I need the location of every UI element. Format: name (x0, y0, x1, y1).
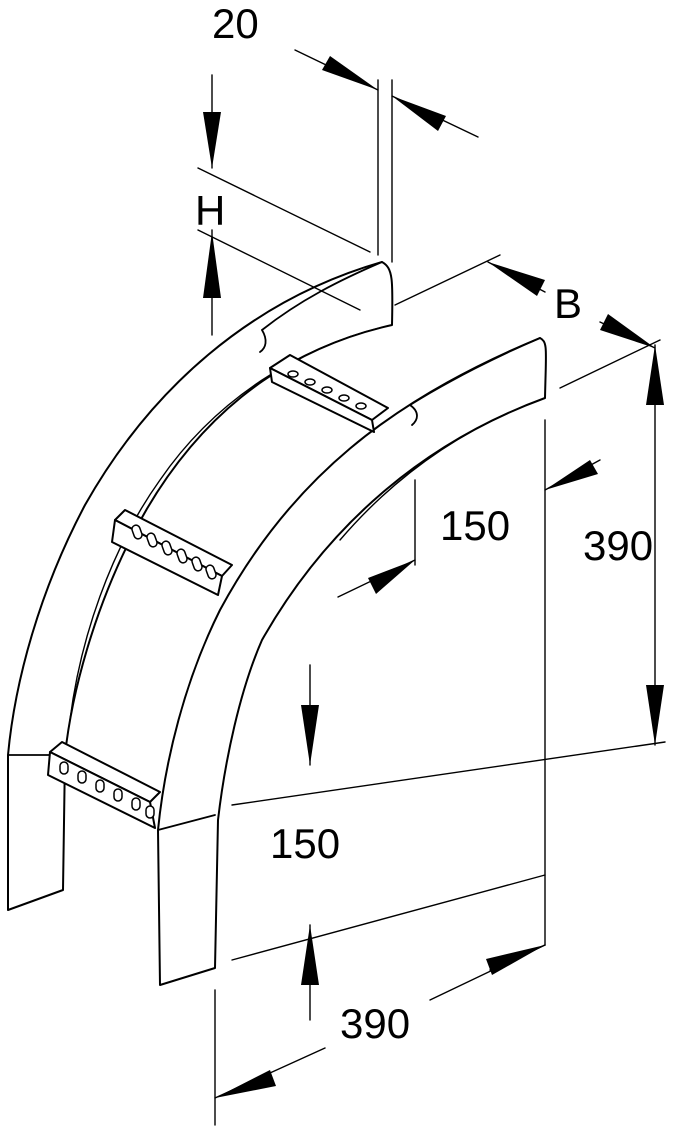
rung-top (269, 354, 389, 433)
inner-side-rail (157, 337, 547, 986)
dimension-upper-offset-label: 150 (440, 502, 510, 549)
dimension-top-gap: 20 (212, 0, 479, 263)
dimension-horizontal-length-label: 390 (340, 1000, 410, 1047)
dimension-horizontal-length: 390 (214, 944, 546, 1126)
dimension-lower-offset-label: 150 (270, 820, 340, 867)
ladder-bend (7, 261, 547, 986)
dimension-vertical-length-label: 390 (583, 522, 653, 569)
dimension-top-gap-label: 20 (212, 0, 259, 47)
dimension-vertical-length: 390 (231, 344, 666, 946)
dimension-height-label: H (195, 187, 225, 234)
dimension-upper-offset: 150 (337, 459, 601, 598)
dimension-width: B (394, 254, 661, 389)
rung-bottom (47, 741, 161, 829)
dimension-lower-offset: 150 (231, 664, 546, 1021)
rung-middle (111, 509, 233, 596)
dimension-width-label: B (554, 280, 582, 327)
dimension-height: H (195, 74, 371, 336)
